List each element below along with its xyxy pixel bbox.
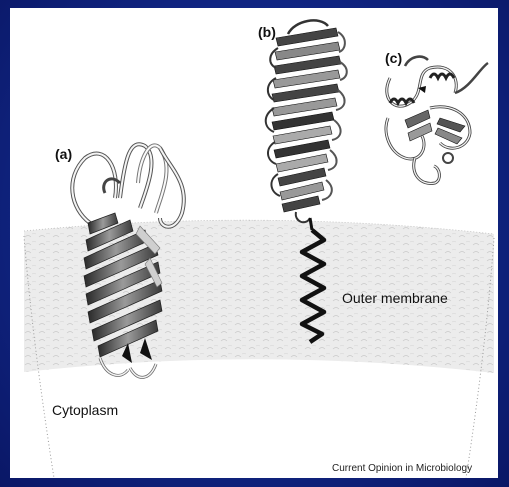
outer-membrane-label: Outer membrane — [342, 290, 448, 306]
panel-label-b: (b) — [258, 24, 276, 40]
figure-panel: (a) (b) (c) Outer membrane Cytoplasm Cur… — [10, 8, 498, 478]
figure-credit: Current Opinion in Microbiology — [332, 463, 472, 474]
beta-helix-protein — [266, 20, 347, 230]
cytoplasm-label: Cytoplasm — [52, 402, 118, 418]
panel-label-a: (a) — [55, 146, 72, 162]
panel-label-c: (c) — [385, 50, 402, 66]
globular-protein — [386, 57, 488, 184]
